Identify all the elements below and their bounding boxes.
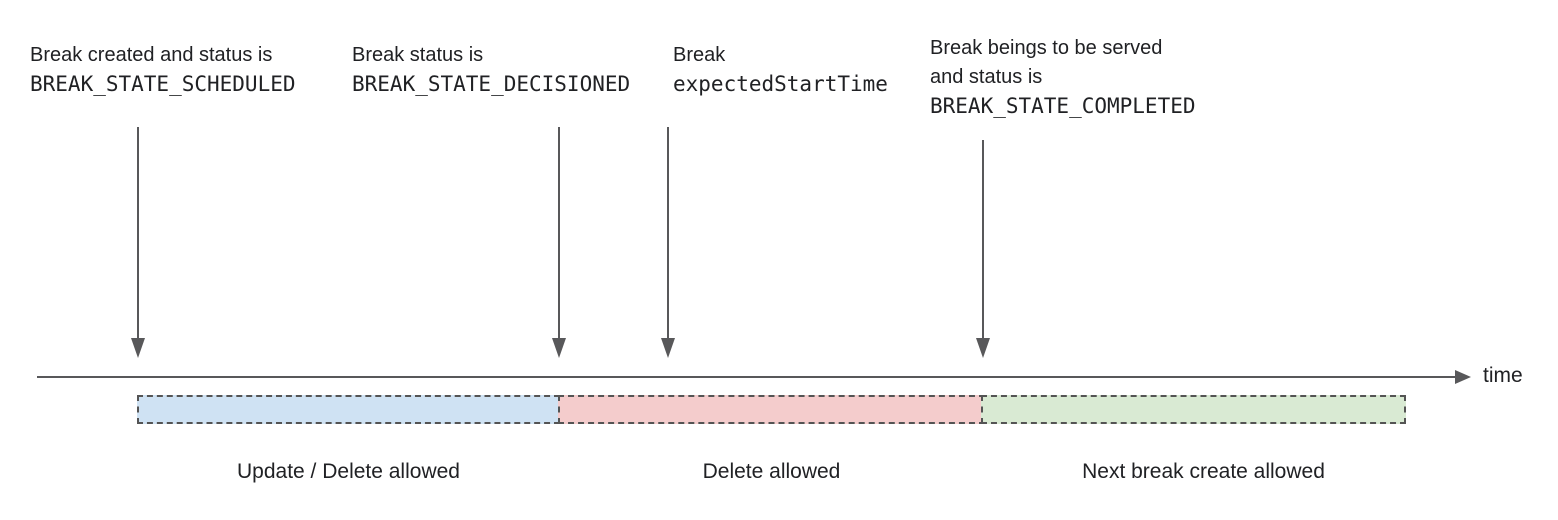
arrow-shaft [982,140,984,338]
arrow-shaft [137,127,139,338]
annotation-line: and status is [930,66,1043,88]
annotation-break-completed: Break beings to be served and status is … [930,34,1196,121]
annotation-break-decisioned: Break status is BREAK_STATE_DECISIONED [352,41,630,99]
arrow-head-icon [552,338,566,358]
segment-label-delete: Delete allowed [702,460,841,483]
annotation-code-line: expectedStartTime [673,72,888,96]
down-arrow [552,127,566,358]
annotation-line: Break [673,44,726,66]
annotation-expected-start-time: Break expectedStartTime [673,41,888,99]
segment-label-next-break-create: Next break create allowed [1082,460,1325,483]
segment-next-break-create-allowed [981,395,1406,424]
down-arrow [661,127,675,358]
annotation-break-scheduled: Break created and status is BREAK_STATE_… [30,41,296,99]
annotation-code-line: BREAK_STATE_COMPLETED [930,94,1196,118]
arrow-head-icon [131,338,145,358]
segment-update-delete-allowed [137,395,560,424]
arrow-head-icon [976,338,990,358]
annotation-code-line: BREAK_STATE_DECISIONED [352,72,631,96]
down-arrow [131,127,145,358]
segment-delete-allowed [558,395,985,424]
time-axis-arrow-head-icon [1455,370,1471,384]
segment-label-update-delete: Update / Delete allowed [237,460,460,483]
annotation-line: Break created and status is [30,44,273,66]
annotation-line: Break beings to be served [930,37,1163,59]
arrow-shaft [558,127,560,338]
arrow-head-icon [661,338,675,358]
time-axis-line [37,376,1457,378]
arrow-shaft [667,127,669,338]
down-arrow [976,140,990,358]
annotation-code-line: BREAK_STATE_SCHEDULED [30,72,296,96]
time-axis-label: time [1483,364,1523,387]
annotation-line: Break status is [352,44,484,66]
